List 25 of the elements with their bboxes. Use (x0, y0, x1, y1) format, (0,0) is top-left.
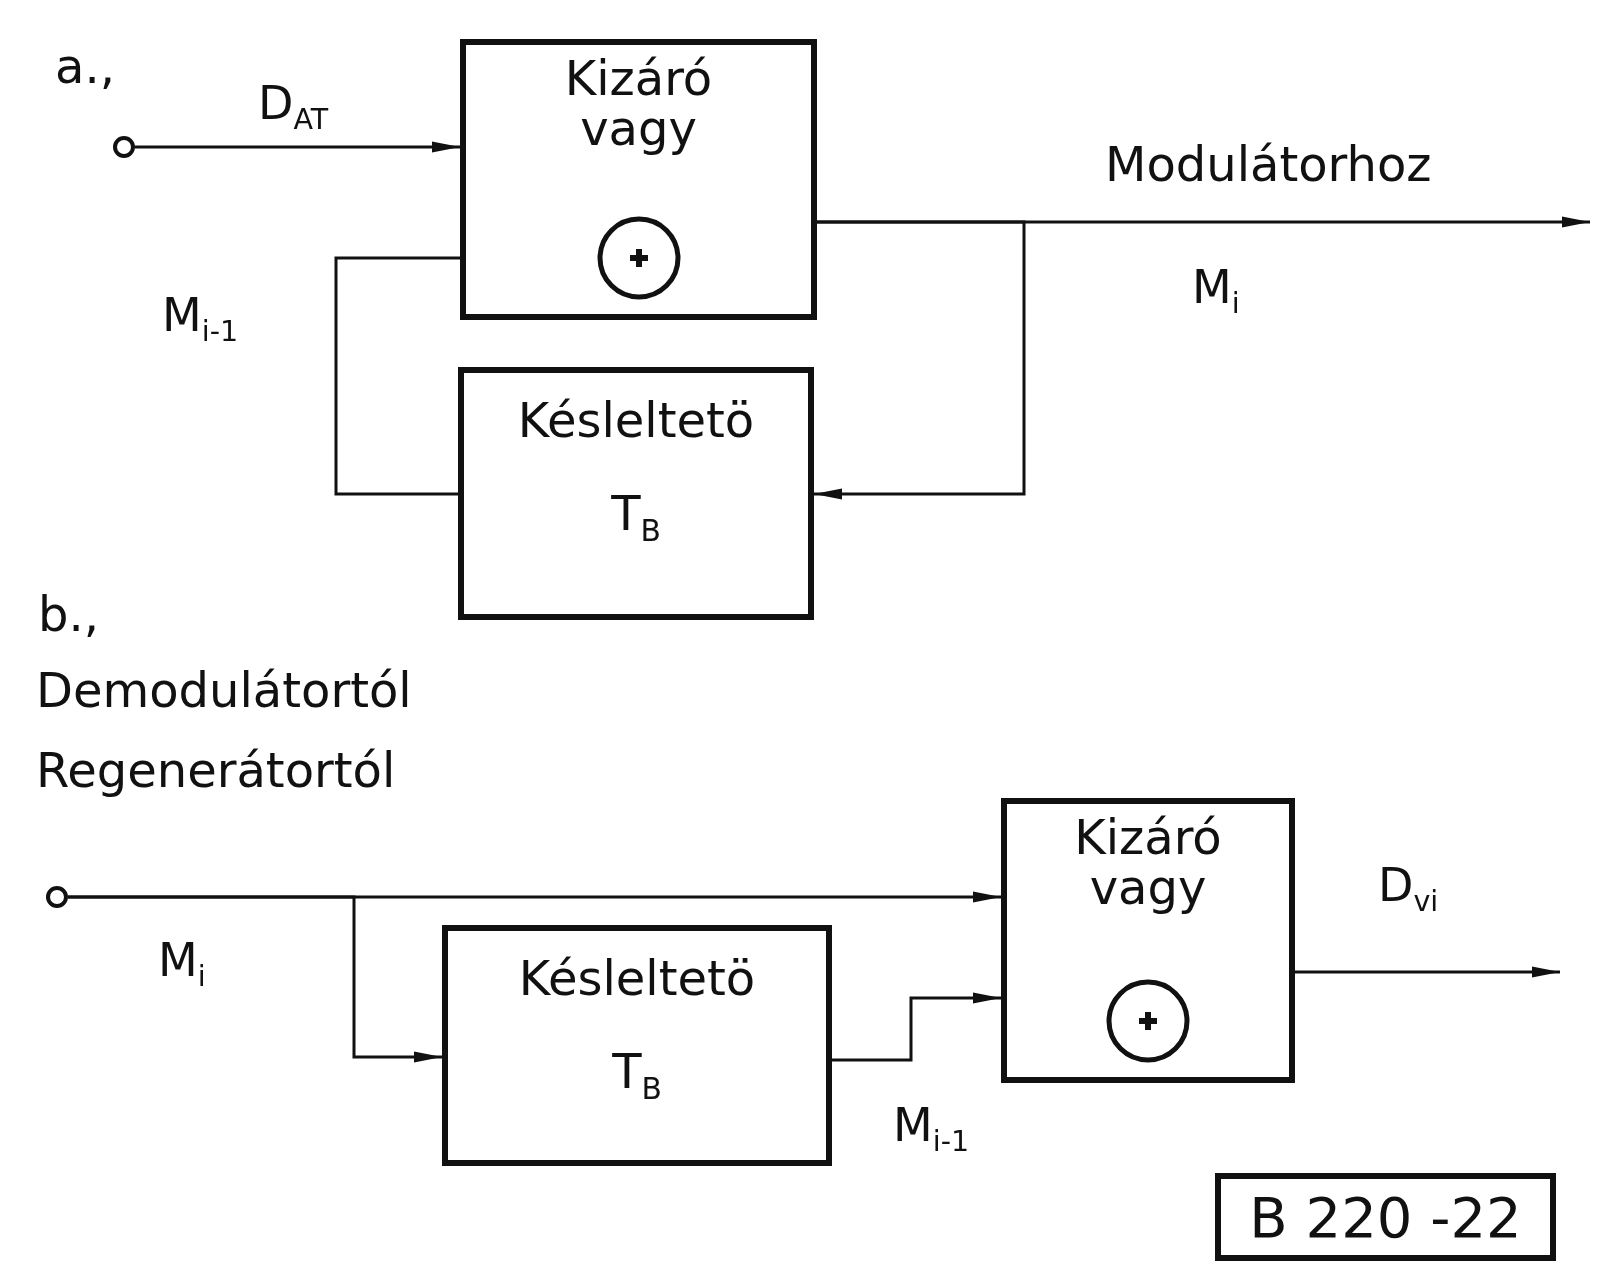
source-label: Demodulátortól (36, 664, 412, 717)
xor-gate-box (1001, 798, 1295, 1083)
arrow (68, 895, 442, 1063)
figure-number-box (1215, 1173, 1556, 1261)
terminal-circle (113, 136, 135, 158)
arrow (135, 141, 460, 153)
figure-number: B 220 -22 (1248, 1189, 1523, 1248)
delay-time-label: T$_{B}$ (611, 1046, 663, 1104)
gate-label: Kizáró vagy (563, 53, 714, 154)
arrow (814, 220, 1026, 500)
destination-label: Modulátorhoz (1105, 138, 1432, 191)
xor-gate-box (460, 39, 817, 320)
arrow (832, 992, 1001, 1062)
delay-box (442, 925, 832, 1166)
terminal-circle (46, 886, 68, 908)
delay-time-label: T$_{B}$ (610, 488, 662, 546)
block-label: Késleltetö (516, 395, 756, 446)
gate-label: Kizáró vagy (1073, 812, 1223, 913)
block-label: Késleltetö (517, 953, 757, 1004)
source-label: Regenerátortól (36, 744, 396, 797)
panel-label: b., (38, 588, 99, 641)
panel-label: a., (55, 40, 115, 93)
arrow (1295, 966, 1560, 978)
delay-box (458, 367, 814, 620)
connector-line (334, 256, 460, 496)
